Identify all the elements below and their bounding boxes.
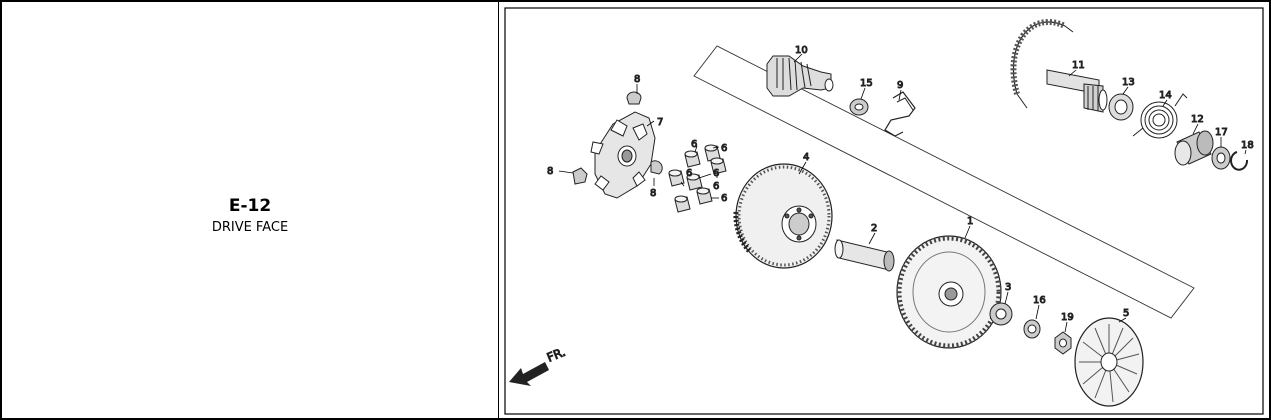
callout-9: 9 [897, 80, 903, 91]
callout-2: 2 [871, 223, 877, 234]
callout-7: 7 [657, 117, 663, 128]
callout-8c: 8 [650, 188, 656, 199]
callout-5: 5 [1123, 308, 1129, 319]
callout-15: 15 [860, 78, 873, 89]
callout-8a: 8 [634, 74, 640, 85]
part-7-ramp-plate [590, 111, 656, 199]
part-1-drive-face-gear [896, 235, 1002, 349]
section-code: E-12 [228, 196, 272, 216]
part-12-bushing [1174, 130, 1214, 166]
callout-10: 10 [795, 45, 808, 56]
callout-1: 1 [967, 216, 973, 227]
callout-16: 16 [1033, 295, 1046, 306]
part-18-circlip [1230, 151, 1249, 171]
part-16-washer [1023, 319, 1041, 339]
part-3-washer [989, 302, 1013, 326]
leader-lines [558, 53, 1247, 333]
callout-6a: 6 [691, 139, 697, 150]
part-2-collar-sleeve [834, 239, 895, 272]
callout-18: 18 [1241, 140, 1254, 151]
callout-14: 14 [1159, 90, 1172, 101]
front-direction-arrow [509, 362, 549, 386]
callout-12: 12 [1191, 114, 1204, 125]
callout-6f: 6 [721, 193, 727, 204]
part-4-movable-drive-face [733, 163, 833, 269]
callout-17: 17 [1215, 127, 1228, 138]
part-10-kick-pinion [766, 55, 834, 97]
callout-4: 4 [803, 152, 809, 163]
exploded-view-panel: FR. [499, 2, 1269, 418]
part-6-rollers [668, 144, 727, 213]
part-17-washer [1211, 146, 1231, 170]
part-19-nut [1054, 331, 1072, 355]
callout-6c: 6 [686, 168, 692, 179]
front-direction-label: FR. [545, 345, 568, 365]
part-9-guide-clip [884, 91, 916, 137]
callout-6d: 6 [713, 168, 719, 179]
part-13-collar [1108, 93, 1134, 121]
part-15-washer [849, 98, 869, 116]
part-14-return-spring [1132, 93, 1188, 139]
section-title-panel: E-12 DRIVE FACE [2, 2, 499, 418]
section-name: DRIVE FACE [211, 220, 289, 235]
callout-8b: 8 [547, 166, 553, 177]
callout-13: 13 [1122, 77, 1135, 88]
callout-3: 3 [1005, 282, 1011, 293]
callout-19: 19 [1061, 312, 1074, 323]
exploded-parts-drawing: FR. [504, 7, 1264, 415]
assembly-outline [693, 45, 1195, 319]
part-11-kick-gear-shaft [1010, 19, 1108, 113]
drawing-border [504, 7, 1264, 415]
part-5-fan-cover [1074, 317, 1144, 407]
callout-6b: 6 [721, 143, 727, 154]
callout-11: 11 [1072, 60, 1085, 71]
part-8-sliders [572, 91, 663, 185]
callout-6e: 6 [713, 181, 719, 192]
